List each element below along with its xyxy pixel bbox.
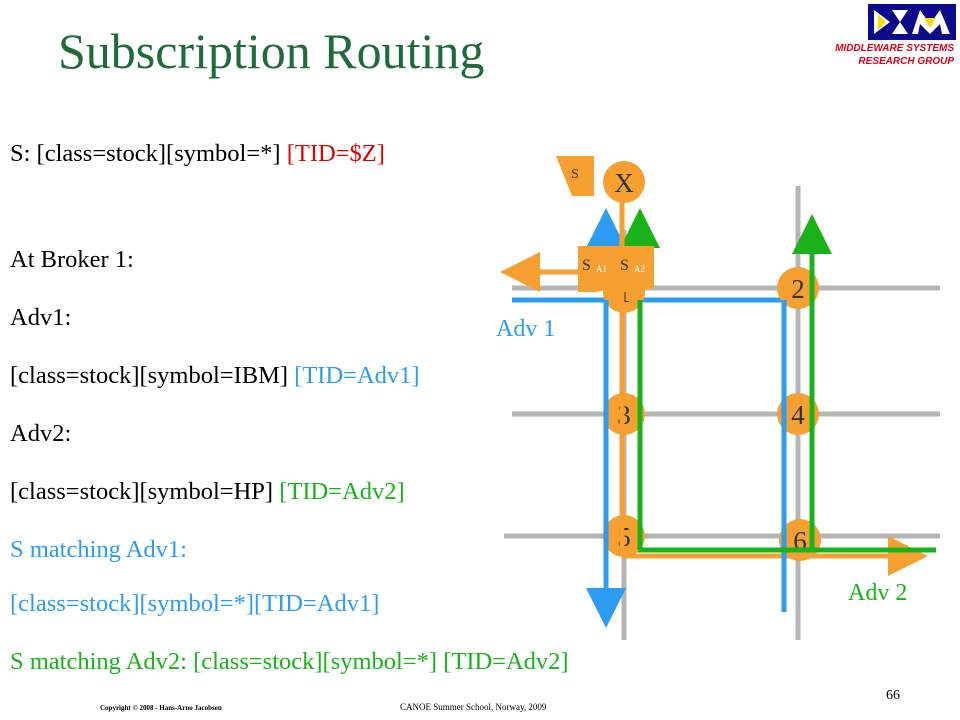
subscription-tag-a2: S A2	[616, 246, 654, 292]
event-footer: CANOE Summer School, Norway, 2009	[400, 702, 547, 712]
page-number: 66	[886, 688, 900, 703]
logo-line1: MIDDLEWARE SYSTEMS	[835, 43, 954, 54]
logo-line2: RESEARCH GROUP	[858, 56, 954, 67]
broker-grid	[504, 186, 940, 640]
logo-text: MIDDLEWARE SYSTEMS RESEARCH GROUP	[835, 42, 954, 68]
s-matching-adv1-definition: [class=stock][symbol=*][TID=Adv1]	[10, 590, 380, 617]
broker-node-x: X	[603, 161, 645, 203]
subscription-tag: S	[556, 156, 594, 196]
s-definition-main: S: [class=stock][symbol=*]	[10, 140, 281, 167]
adv1-diagram-label: Adv 1	[496, 316, 555, 342]
adv1-definition-tid: [TID=Adv1]	[294, 362, 420, 389]
s-definition-tid: [TID=$Z]	[286, 140, 385, 167]
sub-a1-subscript: A1	[596, 264, 607, 274]
sub-a2-s: S	[620, 257, 629, 274]
broker-node-4: 4	[777, 393, 819, 435]
adv2-definition-tid: [TID=Adv2]	[279, 478, 405, 505]
subscription-tag-label: S	[571, 167, 579, 182]
node-x-label: X	[614, 168, 634, 198]
adv1-label: Adv1:	[10, 304, 72, 331]
s-matching-adv1-label: S matching Adv1:	[10, 536, 187, 563]
adv2-label: Adv2:	[10, 420, 72, 447]
adv1-path	[512, 297, 787, 612]
broker-node-2: 2	[777, 267, 819, 309]
adv2-definition-main: [class=stock][symbol=HP]	[10, 478, 274, 505]
slide-title: Subscription Routing	[58, 23, 485, 79]
adv2-diagram-label: Adv 2	[848, 580, 907, 606]
s-definition: S: [class=stock][symbol=*] [TID=$Z]	[10, 140, 385, 168]
copyright-footer: Copyright © 2008 - Hans-Arno Jacobsen	[100, 704, 222, 712]
node-2-label: 2	[791, 274, 805, 304]
s-matching-adv2: S matching Adv2: [class=stock][symbol=*]…	[10, 648, 569, 675]
at-broker-label: At Broker 1:	[10, 246, 134, 273]
adv1-definition-main: [class=stock][symbol=IBM]	[10, 362, 289, 389]
sub-a1-s: S	[582, 257, 591, 274]
adv1-definition: [class=stock][symbol=IBM] [TID=Adv1]	[10, 362, 420, 390]
subscription-tag-a1: S A1	[578, 246, 616, 292]
sub-a2-subscript: A2	[634, 264, 645, 274]
msrg-logo	[868, 4, 956, 40]
node-4-label: 4	[791, 400, 805, 430]
adv2-definition: [class=stock][symbol=HP] [TID=Adv2]	[10, 478, 405, 506]
